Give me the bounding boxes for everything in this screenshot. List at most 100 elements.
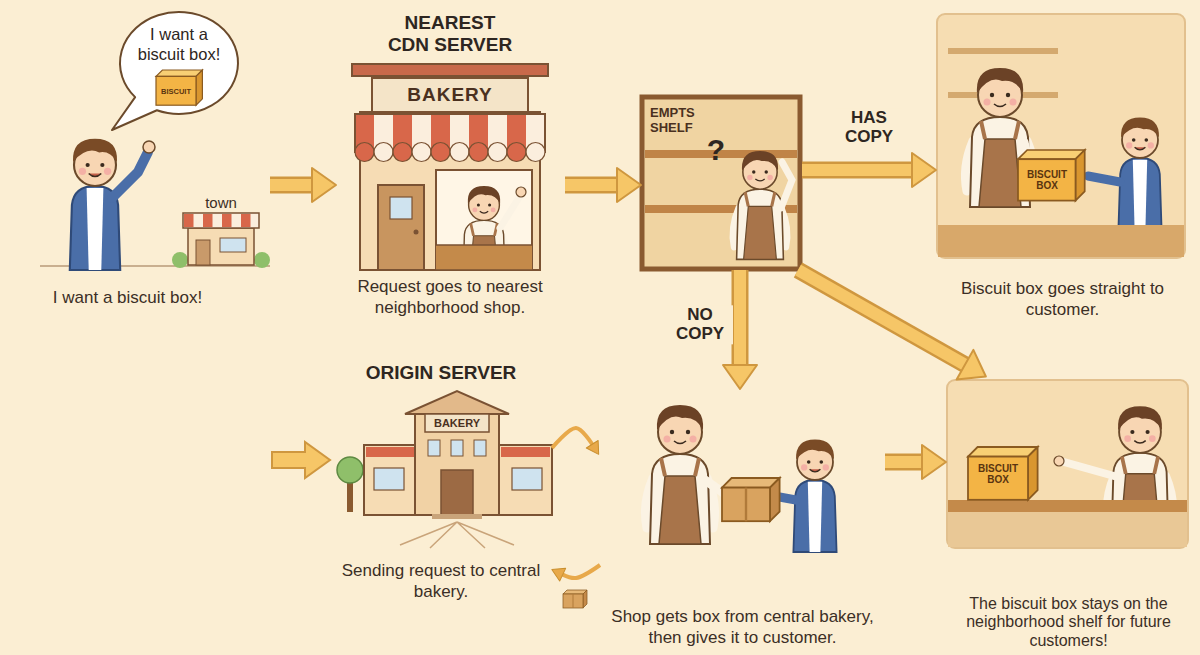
flow-arrow xyxy=(552,428,592,448)
building-center xyxy=(415,412,499,515)
wing-window xyxy=(512,468,542,490)
scene-panel xyxy=(947,380,1188,548)
shop-counter xyxy=(436,245,532,270)
ground-rays xyxy=(400,522,514,548)
panel-heading: NEAREST CDN SERVER xyxy=(383,12,518,56)
cdn-server-panel: NEAREST CDN SERVER Request goes to neares… xyxy=(335,12,565,318)
awning-scallop xyxy=(412,143,431,162)
tree-crown xyxy=(337,457,363,483)
caption: Shop gets box from central bakery, then … xyxy=(604,607,881,648)
arrow-shaft xyxy=(802,164,912,176)
town-shop-awning xyxy=(183,213,259,228)
awning-stripe xyxy=(241,214,251,227)
small-box xyxy=(563,590,587,608)
bush xyxy=(254,252,270,268)
shelf-plank xyxy=(948,500,1187,512)
shelf-panel: EMPTS SHELF xyxy=(640,95,802,270)
shelf-front xyxy=(948,512,1187,547)
shop-sign-board xyxy=(372,78,528,112)
awning-stripe xyxy=(222,214,232,227)
shop-sign-text: BAKERY xyxy=(434,417,480,429)
flow-arrow xyxy=(565,185,617,186)
counter xyxy=(938,225,1184,257)
flow-arrow xyxy=(563,565,600,578)
building-window xyxy=(428,440,440,456)
origin-sign-board xyxy=(425,414,489,432)
wing-awning xyxy=(501,447,550,457)
waving-hand xyxy=(516,187,526,197)
arrow-outline xyxy=(565,177,617,194)
wing-window xyxy=(374,468,404,490)
door-window xyxy=(390,197,412,219)
arrow-outline xyxy=(885,454,922,471)
shop-window-view xyxy=(436,186,532,270)
awning-stripe xyxy=(184,214,194,227)
cached-panel: The biscuit box stays on the neighborhoo… xyxy=(945,376,1192,650)
incoming-arrow xyxy=(272,442,330,478)
arrow-shaft xyxy=(270,179,312,191)
shop-wall xyxy=(360,112,540,270)
back-shelf xyxy=(948,48,1058,54)
box-label: BISCUIT BOX xyxy=(973,464,1023,485)
pointing-arm xyxy=(112,152,148,198)
waving-arm xyxy=(500,196,520,228)
bubble-biscuit-box xyxy=(156,70,202,105)
town-shop-door xyxy=(196,240,210,265)
customer-kid xyxy=(70,139,120,270)
box-label: BISCUIT BOX xyxy=(1022,170,1072,191)
biscuit-box xyxy=(1018,150,1085,201)
building-window xyxy=(451,440,463,456)
flow-arrow xyxy=(798,270,965,365)
branch-label: NO COPY xyxy=(667,305,733,344)
biscuit-box xyxy=(968,447,1038,500)
cardboard-box xyxy=(722,478,780,521)
door-knob xyxy=(414,230,419,235)
customer-panel: I want a biscuit box! xyxy=(25,120,270,312)
pointing-hand xyxy=(143,141,155,153)
shelf-label: EMPTS SHELF xyxy=(650,106,708,136)
wing-awning xyxy=(366,447,414,457)
arrow-shaft xyxy=(734,270,746,365)
happy-kid xyxy=(1118,118,1161,231)
shop-roof xyxy=(352,64,548,76)
caption: Request goes to nearest neighborhood sho… xyxy=(337,277,563,318)
arrow-outline xyxy=(732,270,749,365)
has-copy-panel: Biscuit box goes straight to customer. xyxy=(935,12,1190,322)
caption: Biscuit box goes straight to customer. xyxy=(943,279,1182,320)
scene-panel xyxy=(937,14,1185,258)
pointing-hand xyxy=(1054,456,1064,466)
caption: I want a biscuit box! xyxy=(25,288,230,308)
flow-arrow xyxy=(270,185,312,186)
awning-scallop xyxy=(374,143,393,162)
arrow-shaft xyxy=(885,456,922,468)
origin-server-panel: ORIGIN SERVER Sending request to central … xyxy=(330,360,552,602)
shop-door xyxy=(378,185,424,270)
flow-arrow xyxy=(885,462,922,463)
arrow-shaft xyxy=(565,179,617,191)
receiving-kid xyxy=(793,440,836,553)
place-label: town xyxy=(205,194,237,211)
awning-scallop xyxy=(355,143,374,162)
building-door xyxy=(441,470,473,515)
arrow-outline xyxy=(802,162,912,179)
awning-scallop xyxy=(450,143,469,162)
scratching-arm xyxy=(781,162,792,208)
question-mark: ? xyxy=(707,133,725,167)
pointing-arm xyxy=(1064,462,1114,476)
bubble-shape xyxy=(112,12,238,130)
awning-scallop xyxy=(393,143,412,162)
taking-arm xyxy=(1088,176,1120,182)
awning-scallop xyxy=(526,143,545,162)
arrow-shaft xyxy=(552,428,592,448)
flow-arrow xyxy=(802,170,912,171)
arrow-outline xyxy=(798,270,965,365)
box-label: BISCUIT xyxy=(161,87,191,96)
shelf-view xyxy=(733,151,792,259)
caption: Sending request to central bakery. xyxy=(334,561,548,602)
building-window xyxy=(474,440,486,456)
fetch-panel: Shop gets box from central bakery, then … xyxy=(600,388,885,648)
panel-heading: ORIGIN SERVER xyxy=(366,362,517,384)
